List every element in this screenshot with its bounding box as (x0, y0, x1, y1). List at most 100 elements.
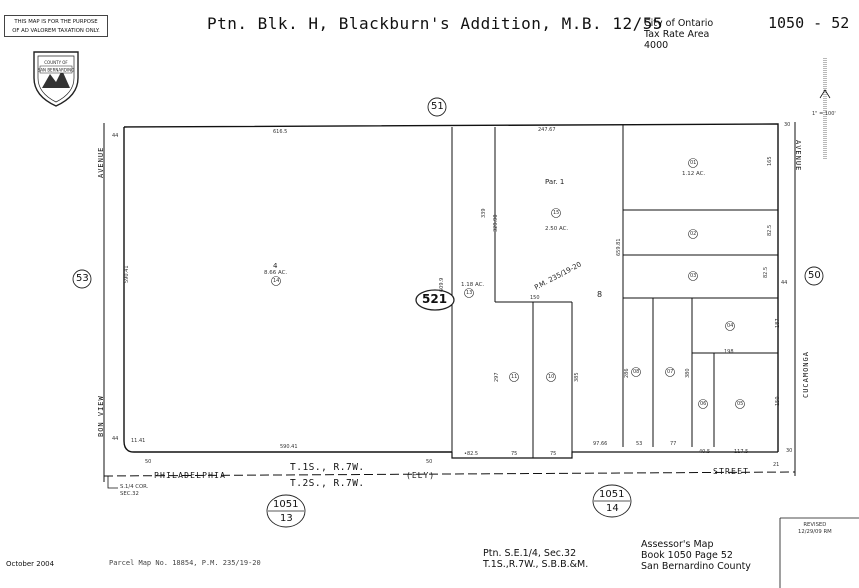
parcel-circle-05 (735, 399, 745, 409)
disclaimer-line-2: OF AD VALOREM TAXATION ONLY. (12, 28, 100, 34)
revised-label: REVISED (803, 522, 827, 528)
parcel-id-10: 10 (548, 374, 555, 380)
parcel-id-06: 06 (700, 401, 707, 407)
lot-4-label: 4 (273, 262, 278, 270)
disclaimer-line-1: THIS MAP IS FOR THE PURPOSE (14, 19, 98, 25)
parcel-circle-11 (509, 372, 519, 382)
parcel-id-05: 05 (737, 401, 744, 407)
dim-p07-h: 380 (685, 368, 691, 378)
tax-rate-area-number: 4000 (644, 40, 669, 51)
adjacent-map-1051-b[interactable]: 1051 (599, 489, 625, 500)
scale-label: 1" = 100' (812, 111, 836, 117)
adjacent-map-53[interactable]: 53 (76, 273, 89, 284)
footer-assessor-line-2: Book 1050 Page 52 (641, 550, 733, 561)
parcel-id-02: 02 (690, 231, 697, 237)
disclaimer-box: THIS MAP IS FOR THE PURPOSE OF AD VALORE… (4, 15, 108, 37)
adjacent-map-51[interactable]: 51 (431, 101, 444, 112)
parcel-circle-02 (688, 229, 698, 239)
block-boundary-south (451, 451, 778, 459)
dim-r-82b: 82.5 (763, 266, 769, 278)
adjacent-map-50[interactable]: 50 (808, 270, 821, 281)
dim-b-82: •82.5 (464, 451, 479, 457)
footer-section-line-2: T.1S.,R.7W., S.B.B.&M. (483, 559, 589, 570)
parcel-id-01: 01 (690, 160, 697, 166)
dim-corner-44b: 44 (112, 436, 119, 442)
dim-p13-top: 339 (481, 208, 487, 218)
parcel-circle-01 (688, 158, 698, 168)
dim-mid-v: 609.9 (439, 277, 445, 292)
seal-text-2: SAN BERNARDINO (38, 68, 75, 73)
dim-lot8-top: 150 (530, 295, 540, 301)
city-info: City of Ontario Tax Rate Area 4000 (644, 18, 713, 51)
dim-b-77: 77 (670, 441, 677, 447)
city-name: City of Ontario (644, 18, 714, 29)
footer-section-line-1: Ptn. S.E.1/4, Sec.32 (483, 548, 577, 559)
map-number: 1050 - 52 (768, 14, 850, 32)
dim-p15-h: 329.90 (493, 214, 499, 233)
dim-top-b: 247.67 (538, 127, 556, 133)
map-title: Ptn. Blk. H, Blackburn's Addition, M.B. … (207, 14, 663, 33)
dim-b-75a: 75 (511, 451, 518, 457)
parcel-map-ref: P.M. 235/19-20 (533, 260, 583, 291)
parcel-14-area: 8.66 AC. (264, 270, 288, 276)
dim-corner-30b: 30 (786, 448, 793, 454)
dim-left: 590.41 (124, 265, 130, 284)
par-1-label: Par. 1 (545, 178, 565, 186)
parcel-circle-04 (725, 321, 735, 331)
footer-section: Ptn. S.E.1/4, Sec.32 T.1S.,R.7W., S.B.B.… (483, 548, 588, 570)
footer-assessor: Assessor's Map Book 1050 Page 52 San Ber… (641, 539, 751, 572)
seal-text-1: COUNTY OF (44, 60, 68, 65)
dim-r-165: 165 (767, 156, 773, 166)
street-ely: (ELY) (406, 471, 436, 480)
dim-corner-44c: 44 (781, 280, 788, 286)
parcel-13-area: 1.18 AC. (461, 282, 485, 288)
footer-revised: REVISED 12/29/09 RM (798, 522, 832, 536)
parcel-id-08: 08 (633, 369, 640, 375)
parcel-01-area: 1.12 AC. (682, 171, 706, 177)
dim-r-187: 187 (775, 318, 781, 328)
adjacent-map-53-circle (72, 269, 92, 289)
parcel-id-15: 15 (553, 210, 560, 216)
parcel-circle-15 (551, 208, 561, 218)
parcel-id-11: 11 (511, 374, 518, 380)
street-street: STREET (713, 467, 750, 476)
dim-corner-21: 21 (773, 462, 780, 468)
dim-p10-h: 385 (574, 372, 580, 382)
adjacent-map-13[interactable]: 13 (280, 513, 293, 524)
dim-b-117: 117.5 (734, 449, 749, 455)
dim-corner-50: 50 (145, 459, 152, 465)
dim-left-b: 11.41 (131, 438, 146, 444)
street-philadelphia: PHILADELPHIA (154, 471, 227, 480)
street-centerline (103, 471, 796, 477)
block-boundary (123, 123, 779, 452)
county-seal-icon: COUNTY OF SAN BERNARDINO (28, 48, 84, 108)
dim-bottom-a: 590.41 (280, 444, 298, 450)
township-2s: T.2S., R.7W. (290, 478, 365, 489)
parcel-circle-14 (271, 276, 281, 286)
dim-corner-30a: 30 (784, 122, 791, 128)
adjacent-map-14[interactable]: 14 (606, 503, 619, 514)
street-east-avenue: AVENUE (794, 140, 802, 172)
dim-r-150: 150 (775, 396, 781, 406)
dim-p08-h: 286 (624, 368, 630, 378)
street-west-bon-view: BON VIEW (97, 395, 105, 437)
footer-assessor-line-1: Assessor's Map (641, 539, 714, 550)
corner-line-1: S.1/4 COR. (120, 484, 149, 490)
block-521-ellipse (415, 289, 455, 311)
dim-corner-44a: 44 (112, 133, 119, 139)
parcel-id-07: 07 (667, 369, 674, 375)
tax-rate-area-label: Tax Rate Area (644, 29, 710, 40)
street-west-avenue: AVENUE (97, 146, 105, 178)
parcel-id-14: 14 (273, 278, 280, 284)
parcel-circle-08 (631, 367, 641, 377)
adjacent-map-1051-a[interactable]: 1051 (273, 499, 299, 510)
dim-b-97: 97.66 (593, 441, 608, 447)
dim-b-75b: 75 (550, 451, 557, 457)
sw-corner-note: S.1/4 COR. SEC.32 (120, 484, 148, 498)
block-number-521: 521 (422, 292, 448, 306)
block-boundary-west (123, 127, 452, 453)
parcel-id-03: 03 (690, 273, 697, 279)
parcel-circle-07 (665, 367, 675, 377)
dim-corner-50b: 50 (426, 459, 433, 465)
